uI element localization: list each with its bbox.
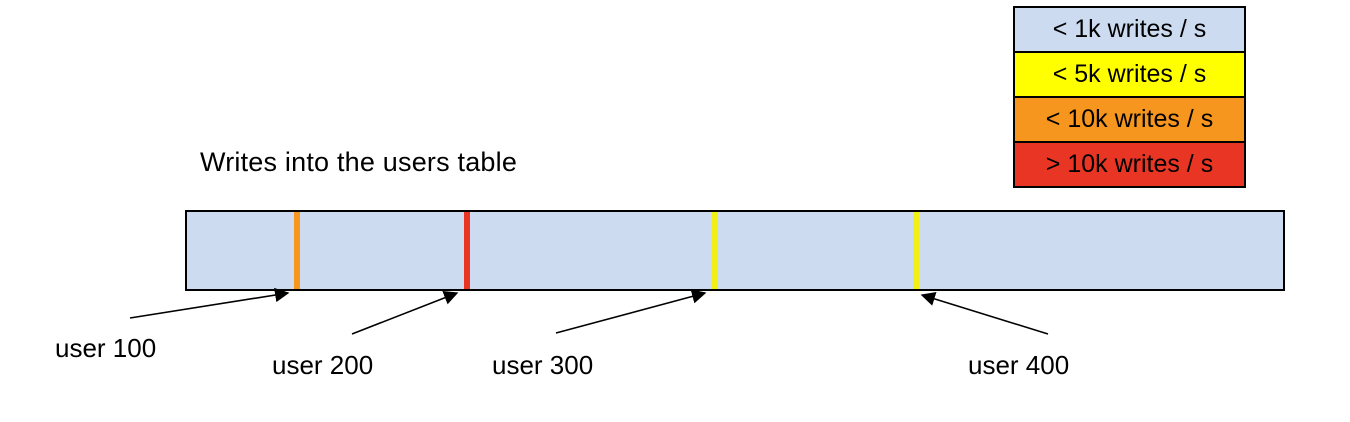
callout-label-user-200: user 200 [272, 350, 374, 380]
marker-user-400 [912, 212, 919, 289]
arrow-user-200 [351, 291, 459, 335]
callout-label-user-300: user 300 [492, 350, 594, 380]
legend-label: < 10k writes / s [1045, 105, 1214, 133]
arrow-user-400 [920, 291, 1049, 335]
marker-user-200 [464, 212, 471, 289]
legend-row-lt-10k: < 10k writes / s [1013, 96, 1246, 143]
users-table-keyspace-bar [185, 210, 1285, 291]
legend-row-lt-5k: < 5k writes / s [1013, 51, 1246, 98]
arrow-user-100 [129, 287, 290, 319]
arrow-user-300 [555, 289, 707, 334]
legend-label: < 5k writes / s [1052, 60, 1207, 88]
legend-row-gt-10k: > 10k writes / s [1013, 141, 1246, 188]
diagram-title: Writes into the users table [200, 147, 518, 177]
write-rate-legend: < 1k writes / s < 5k writes / s < 10k wr… [1013, 6, 1246, 188]
callout-label-user-100: user 100 [55, 333, 157, 363]
callout-label-user-400: user 400 [968, 350, 1070, 380]
marker-user-100 [294, 212, 301, 289]
legend-row-lt-1k: < 1k writes / s [1013, 6, 1246, 53]
marker-user-300 [711, 212, 718, 289]
legend-label: > 10k writes / s [1045, 150, 1214, 178]
legend-label: < 1k writes / s [1052, 15, 1207, 43]
